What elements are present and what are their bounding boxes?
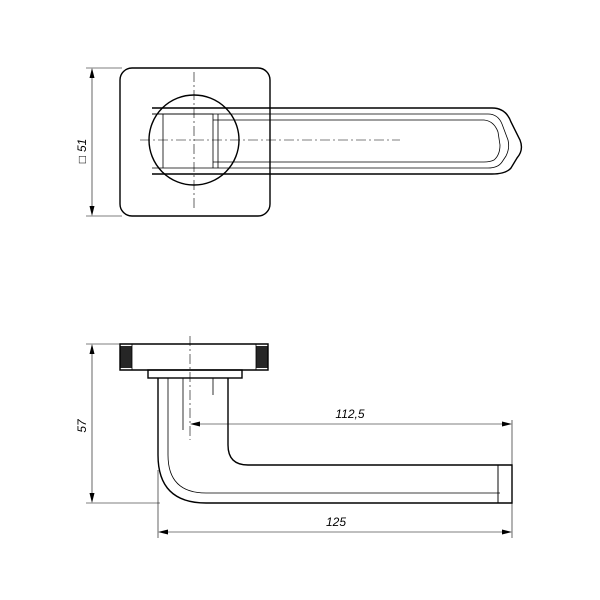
lever-inner-groove bbox=[152, 113, 510, 169]
dim-51-label: 51 bbox=[75, 139, 89, 152]
rosette-plate-fill-left bbox=[120, 346, 132, 368]
dim-112-label: 112,5 bbox=[335, 407, 364, 421]
dim-51-symbol: □ bbox=[75, 156, 89, 163]
rosette-square-outline bbox=[119, 67, 271, 217]
dim-57-label: 57 bbox=[75, 418, 89, 433]
dim-125-arrow-left bbox=[158, 529, 168, 535]
lever-neck bbox=[152, 113, 219, 168]
dim-57-arrow-top bbox=[89, 344, 95, 354]
dim-125-arrow-right bbox=[502, 529, 512, 535]
dim-51-arrow-top bbox=[89, 68, 95, 78]
dim-51-arrow-bottom bbox=[89, 206, 95, 216]
dim-57-arrow-bottom bbox=[89, 493, 95, 503]
dim-112-arrow-right bbox=[502, 421, 512, 427]
lever-outline bbox=[152, 107, 523, 175]
spacer-ring bbox=[147, 369, 243, 379]
side-view: 57 112,5 125 bbox=[75, 336, 513, 538]
lever-body-inner-edge bbox=[167, 378, 500, 494]
lever-body-outline bbox=[157, 378, 513, 504]
dim-112-arrow-left bbox=[190, 421, 200, 427]
dim-125-label: 125 bbox=[326, 515, 346, 529]
top-view: □ 51 bbox=[75, 67, 523, 217]
rosette-plate-fill-right bbox=[256, 346, 268, 368]
lever-end-cap bbox=[497, 464, 513, 504]
rosette-plate bbox=[119, 343, 269, 371]
lever-inlay bbox=[213, 119, 501, 163]
